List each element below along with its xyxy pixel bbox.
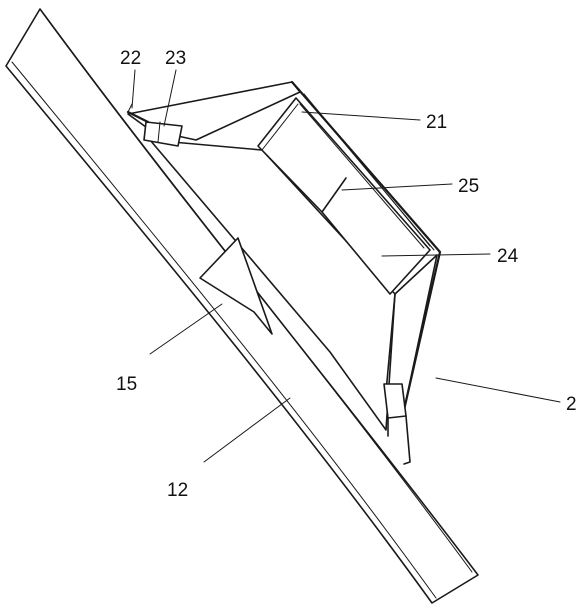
label-24: 24 (497, 246, 519, 267)
label-12: 12 (167, 480, 188, 501)
main-pipe (5, 8, 479, 604)
leader-21 (301, 111, 421, 121)
leader-25 (341, 183, 453, 191)
label-25: 25 (458, 176, 479, 197)
leader-23 (163, 69, 177, 127)
deflector-fin (199, 237, 273, 335)
leader-15 (149, 303, 223, 355)
leader-22 (131, 69, 136, 109)
label-2: 2 (566, 394, 577, 415)
inlet-tube (126, 103, 183, 147)
inner-chamber (257, 97, 431, 295)
leader-12 (203, 397, 291, 463)
leader-lines (131, 69, 561, 463)
label-22: 22 (120, 48, 141, 69)
leader-2 (435, 377, 561, 403)
reference-labels: 22 23 21 25 24 15 2 12 (116, 48, 577, 501)
outlet-tube (383, 383, 411, 465)
label-21: 21 (426, 112, 447, 133)
label-15: 15 (116, 374, 137, 395)
label-23: 23 (165, 48, 186, 69)
leader-24 (381, 253, 491, 257)
housing-body (127, 80, 442, 431)
divider-25-line (321, 177, 347, 213)
